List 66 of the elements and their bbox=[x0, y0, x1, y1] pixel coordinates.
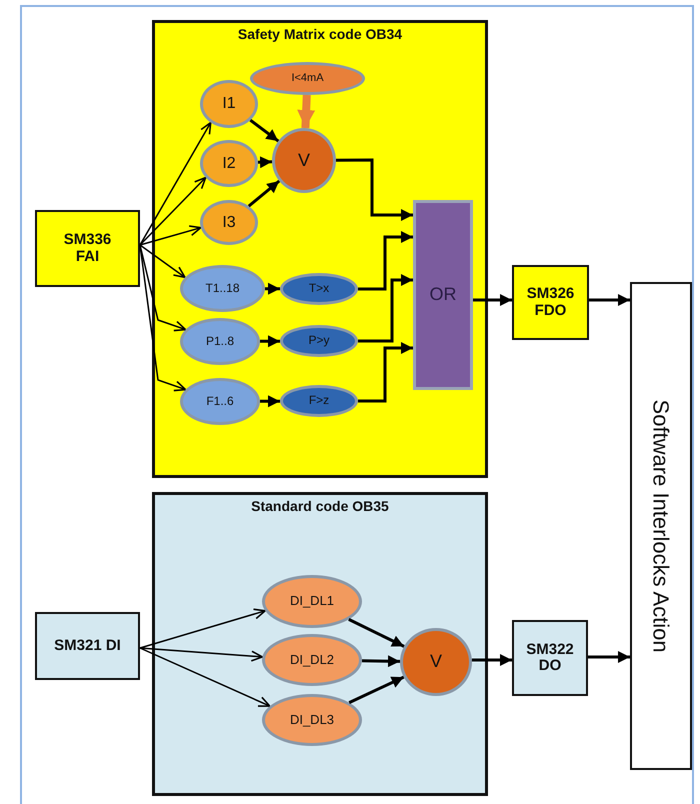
arrow bbox=[140, 608, 266, 649]
arrow bbox=[348, 618, 405, 648]
arrow bbox=[139, 122, 212, 246]
arrow bbox=[258, 156, 272, 168]
logic-ellipse bbox=[200, 140, 258, 187]
arrow bbox=[139, 244, 186, 332]
arrow bbox=[472, 654, 512, 666]
arrow bbox=[140, 647, 271, 707]
arrow bbox=[260, 335, 280, 348]
module-label: SM321 DI bbox=[53, 638, 122, 654]
logic-ellipse bbox=[180, 378, 260, 425]
arrow bbox=[250, 119, 280, 142]
logic-ellipse bbox=[180, 318, 260, 365]
arrow bbox=[358, 342, 413, 402]
module-box bbox=[35, 612, 140, 680]
logic-ellipse bbox=[250, 62, 365, 95]
arrow bbox=[139, 176, 206, 246]
arrow bbox=[248, 180, 280, 208]
code-block-panel bbox=[152, 20, 488, 478]
arrow bbox=[589, 294, 630, 306]
logic-label: T>x bbox=[308, 282, 330, 296]
arrow bbox=[473, 294, 512, 306]
arrow bbox=[336, 158, 413, 221]
logic-label: DI_DL3 bbox=[290, 712, 334, 728]
arrow bbox=[297, 94, 316, 128]
arrow bbox=[139, 244, 186, 392]
arrow bbox=[140, 647, 264, 662]
logic-ellipse bbox=[200, 200, 258, 245]
module-label: OR bbox=[430, 285, 456, 305]
arrow bbox=[588, 651, 630, 663]
logic-ellipse bbox=[180, 265, 265, 312]
logic-label: F1..6 bbox=[206, 394, 234, 408]
arrow bbox=[358, 231, 413, 290]
arrow bbox=[348, 676, 404, 704]
arrow bbox=[362, 655, 400, 668]
or-gate-box bbox=[413, 200, 473, 390]
logic-ellipse bbox=[262, 694, 362, 746]
logic-label: I3 bbox=[222, 214, 236, 232]
arrow bbox=[358, 274, 413, 342]
logic-label: P1..8 bbox=[206, 334, 234, 348]
module-label: SM322 DO bbox=[525, 642, 575, 674]
module-box bbox=[512, 265, 589, 340]
action-label: Software Interlocks Action bbox=[648, 399, 674, 653]
module-label: SM336 FAI bbox=[62, 232, 112, 265]
logic-label: P>y bbox=[308, 334, 330, 348]
module-box bbox=[512, 620, 588, 696]
logic-label: DI_DL1 bbox=[290, 594, 334, 609]
logic-label: F>z bbox=[308, 394, 330, 408]
arrow bbox=[260, 395, 280, 408]
module-box bbox=[35, 210, 140, 287]
module-label: SM326 FDO bbox=[526, 286, 576, 319]
arrow bbox=[140, 225, 202, 246]
logic-label: I<4mA bbox=[291, 72, 324, 85]
arrow bbox=[140, 244, 186, 278]
code-block-panel bbox=[152, 492, 488, 796]
logic-ellipse bbox=[200, 80, 258, 128]
logic-label: DI_DL2 bbox=[290, 652, 334, 668]
logic-label: T1..18 bbox=[205, 282, 240, 296]
logic-label: I1 bbox=[222, 95, 236, 113]
panel-title: Standard code OB35 bbox=[251, 499, 389, 514]
arrow bbox=[264, 282, 280, 295]
logic-label: V bbox=[430, 652, 442, 672]
logic-label: I2 bbox=[222, 154, 236, 172]
action-box bbox=[630, 282, 692, 770]
logic-label: V bbox=[298, 150, 310, 170]
panel-title: Safety Matrix code OB34 bbox=[238, 27, 402, 42]
